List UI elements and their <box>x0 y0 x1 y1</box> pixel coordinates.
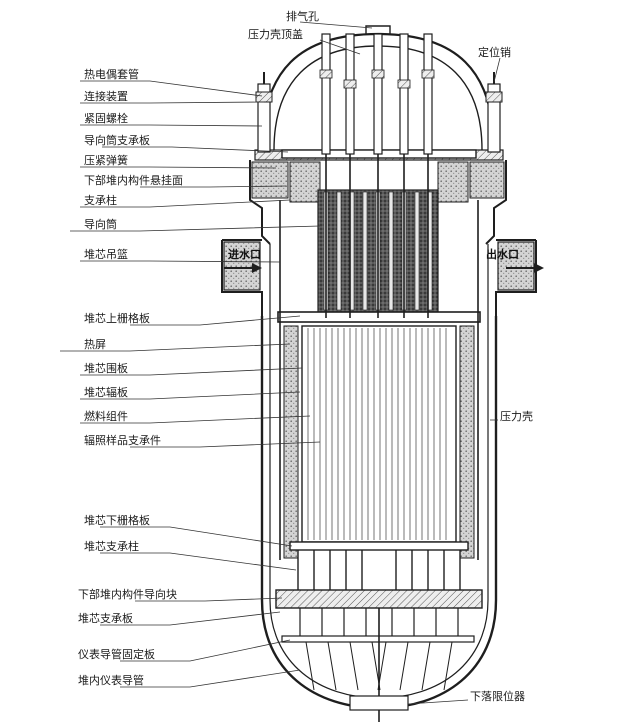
label-vent-hole: 排气孔 <box>286 10 319 23</box>
label-lower-guide-block: 下部堆内构件导向块 <box>78 588 177 601</box>
label-pressure-vessel: 压力壳 <box>500 410 533 423</box>
label-hold-down-spring: 压紧弹簧 <box>84 154 128 167</box>
flange-right <box>469 161 505 199</box>
label-inlet: 进水口 <box>228 248 261 261</box>
leader-lines <box>60 21 501 705</box>
label-core-support-column: 堆芯支承柱 <box>84 540 139 553</box>
inlet-arrow-icon <box>224 263 262 273</box>
locating-pin <box>485 72 503 153</box>
thermal-shield-right <box>459 325 475 559</box>
label-instrument-tube: 堆内仪表导管 <box>78 674 144 687</box>
vent-fitting <box>365 25 391 34</box>
label-core-former: 堆芯辐板 <box>84 386 128 399</box>
upper-support-left <box>289 161 321 203</box>
core-support-plate <box>275 589 483 609</box>
label-guide-tube-support: 导向筒支承板 <box>84 134 150 147</box>
thermal-shield-left <box>283 325 299 559</box>
label-locating-pin: 定位销 <box>478 46 511 59</box>
instrument-tube-fixing-plate <box>281 635 475 643</box>
label-lower-internals-hang: 下部堆内构件悬挂面 <box>84 174 183 187</box>
label-lower-core-plate: 堆芯下栅格板 <box>84 514 150 527</box>
label-support-column: 支承柱 <box>84 194 117 207</box>
label-fastening-bolt: 紧固螺栓 <box>84 112 128 125</box>
label-core-barrel: 堆芯吊篮 <box>84 248 128 261</box>
core-support-columns <box>297 550 461 590</box>
thermocouple-conduit <box>255 72 273 153</box>
label-core-support-plate: 堆芯支承板 <box>78 612 133 625</box>
label-thermocouple-sleeve: 热电偶套管 <box>84 68 139 81</box>
label-fuel-assembly: 燃料组件 <box>84 410 128 423</box>
head-penetrations <box>319 33 435 318</box>
label-instrument-fix-plate: 仪表导管固定板 <box>78 648 155 661</box>
label-connecting-device: 连接装置 <box>84 90 128 103</box>
flange-left <box>251 161 289 199</box>
label-outlet: 出水口 <box>486 248 519 261</box>
label-guide-tube: 导向筒 <box>84 218 117 231</box>
lower-stop-block <box>349 695 409 711</box>
fuel-assembly-region <box>301 325 457 543</box>
label-core-baffle: 堆芯围板 <box>84 362 128 375</box>
label-lower-stop: 下落限位器 <box>470 690 525 703</box>
upper-core-plate <box>277 311 481 323</box>
outlet-arrow-icon <box>506 263 544 273</box>
fuel-rods <box>307 328 447 540</box>
label-specimen-holder: 辐照样品支承件 <box>84 434 161 447</box>
label-vessel-head: 压力壳顶盖 <box>248 28 303 41</box>
upper-support-right <box>437 161 469 203</box>
lower-core-plate <box>289 541 469 551</box>
label-upper-core-plate: 堆芯上栅格板 <box>84 312 150 325</box>
label-thermal-shield: 热屏 <box>84 338 106 351</box>
